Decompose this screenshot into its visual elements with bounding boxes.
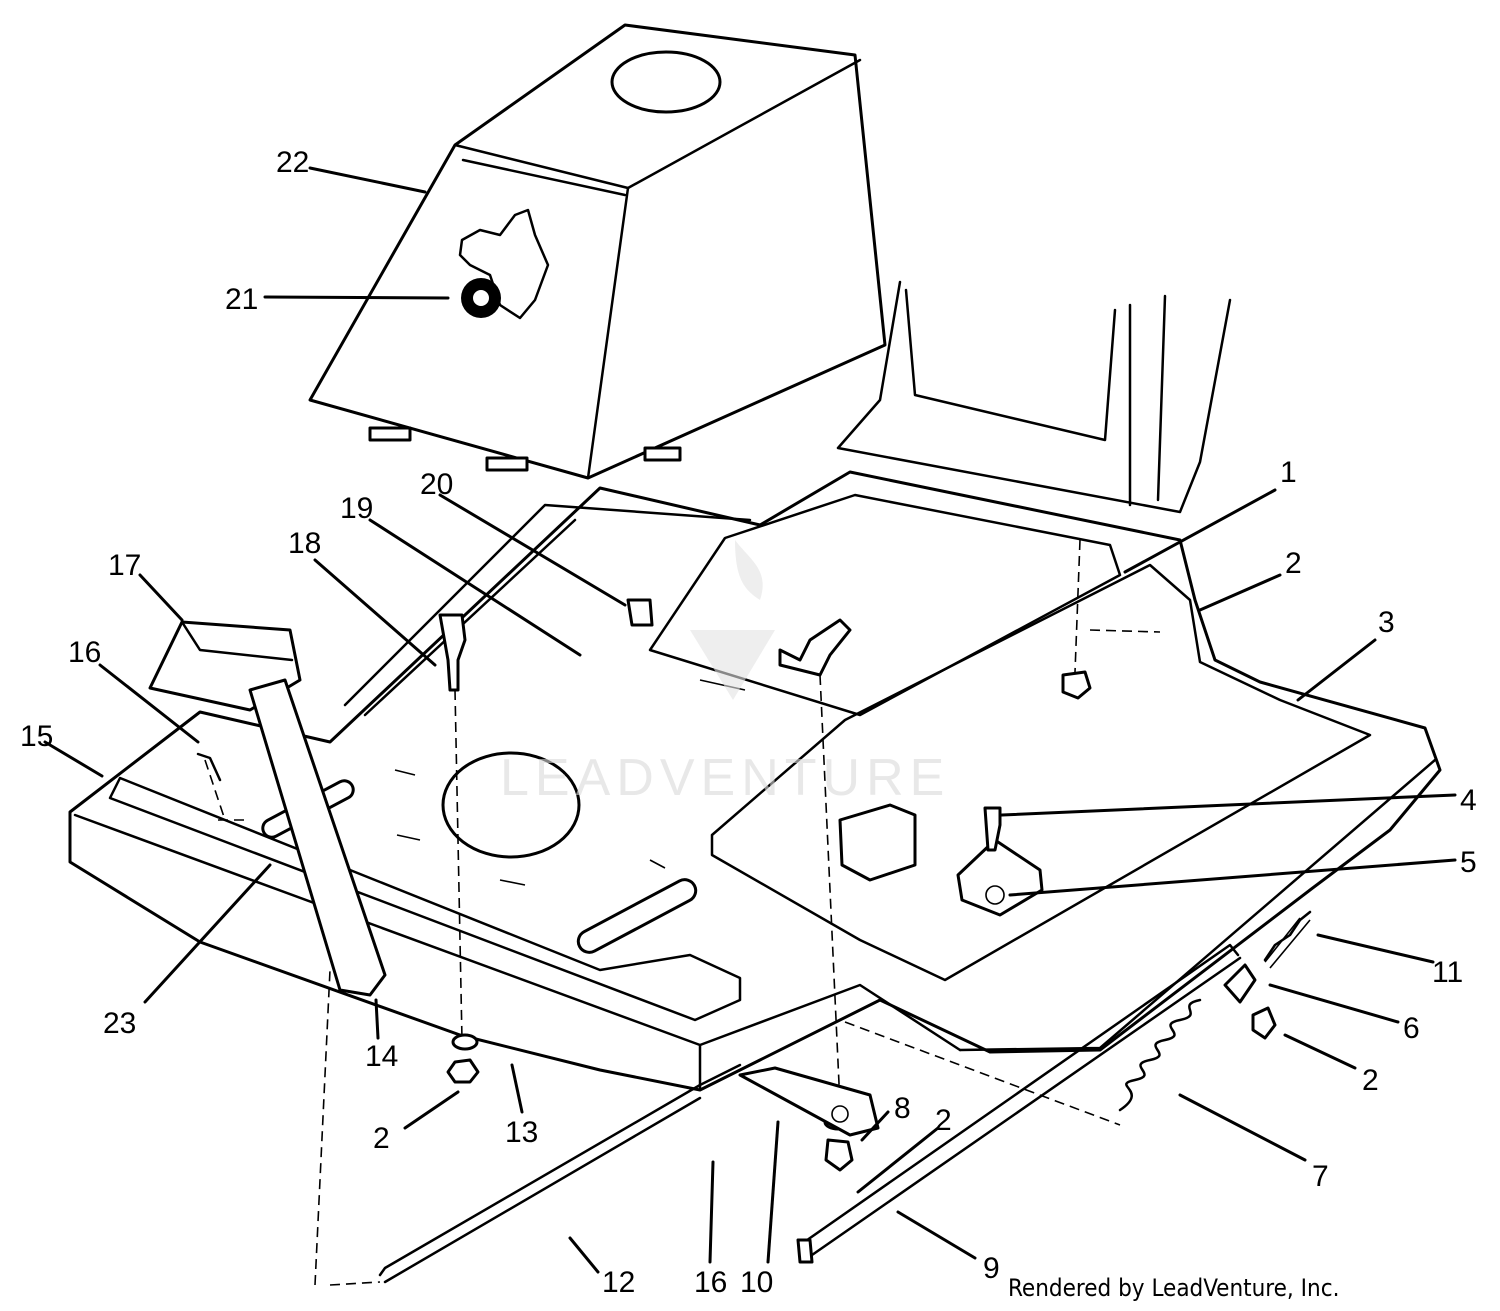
callout-23: 23 <box>103 1007 136 1040</box>
watermark-text: LEADVENTURE <box>500 749 950 807</box>
callout-18: 18 <box>288 527 321 560</box>
callouts: 1 2 3 4 5 11 6 2 7 8 2 9 10 16 12 13 2 1… <box>20 146 1477 1299</box>
callout-16: 16 <box>68 636 101 669</box>
body-pan <box>68 470 1442 1092</box>
callout-6: 6 <box>1403 1012 1420 1045</box>
callout-7: 7 <box>1312 1160 1329 1193</box>
callout-19: 19 <box>340 492 373 525</box>
callout-2: 2 <box>935 1104 952 1137</box>
callout-15: 15 <box>20 720 53 753</box>
decal-graphic <box>458 208 550 320</box>
pedal-assembly <box>148 620 387 997</box>
callout-8: 8 <box>894 1092 911 1125</box>
callout-22: 22 <box>276 146 309 179</box>
rod-12 <box>378 1063 742 1277</box>
callout-17: 17 <box>108 549 141 582</box>
fuel-cap-opening <box>610 50 722 114</box>
hardware <box>438 539 1277 1172</box>
callout-12: 12 <box>602 1266 635 1299</box>
callout-2: 2 <box>1285 547 1302 580</box>
rear-panel <box>836 280 1232 514</box>
callout-16: 16 <box>694 1266 727 1299</box>
callout-21: 21 <box>225 283 258 316</box>
callout-4: 4 <box>1460 784 1477 817</box>
callout-3: 3 <box>1378 606 1395 639</box>
callout-14: 14 <box>365 1040 398 1073</box>
callout-11: 11 <box>1432 956 1463 989</box>
leader-lines <box>43 166 1457 1274</box>
springs-rods <box>196 752 1312 1286</box>
spring-11 <box>1263 910 1312 962</box>
callout-20: 20 <box>420 468 453 501</box>
fuel-tank-cover <box>308 23 887 480</box>
callout-5: 5 <box>1460 846 1477 879</box>
deck-hole <box>441 751 581 859</box>
callout-2: 2 <box>373 1122 390 1155</box>
callout-9: 9 <box>983 1252 1000 1285</box>
spring-7 <box>1118 998 1202 1112</box>
rod-9 <box>798 943 1240 1247</box>
fuel-cap <box>461 278 501 318</box>
watermark: LEADVENTURE <box>500 540 950 807</box>
callout-13: 13 <box>505 1116 538 1149</box>
callout-1: 1 <box>1280 456 1297 489</box>
callout-10: 10 <box>740 1266 773 1299</box>
render-credit: Rendered by LeadVenture, Inc. <box>1008 1274 1339 1302</box>
callout-2: 2 <box>1362 1064 1379 1097</box>
